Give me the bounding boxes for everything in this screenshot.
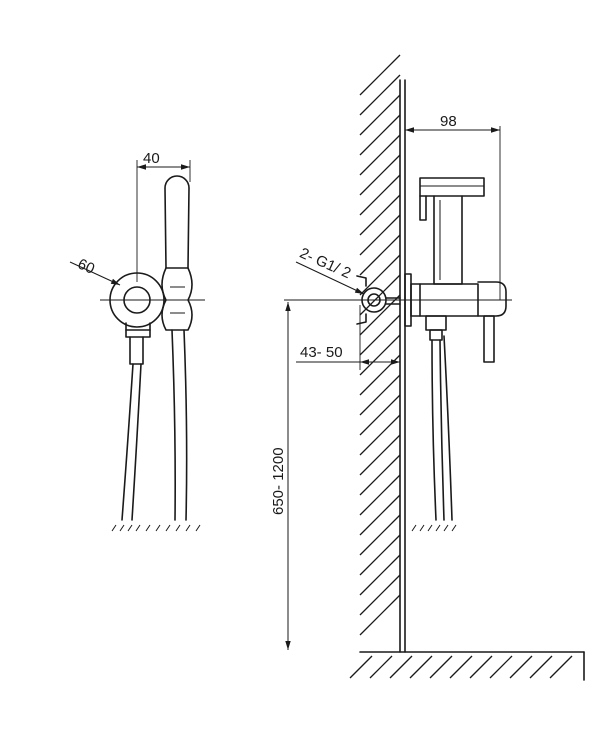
thread-dimension: 2- G1/ 2 (295, 245, 365, 295)
projection-dimension: 98 (405, 113, 501, 300)
front-hose (111, 329, 201, 532)
side-hose (411, 335, 457, 532)
height-dimension: 650- 1200 (270, 302, 291, 650)
height-label: 650- 1200 (270, 447, 287, 515)
side-valve-connection (356, 275, 401, 325)
front-width-dimension: 40 (136, 150, 191, 282)
side-mixer-body (404, 273, 507, 363)
thread-label: 2- G1/ 2 (297, 245, 353, 283)
side-view: 98 2- G1/ 2 43- 50 650- 1200 (270, 54, 585, 681)
front-diameter-label: 60 (75, 255, 97, 277)
front-width-label: 40 (143, 150, 160, 167)
projection-label: 98 (440, 113, 457, 130)
front-escutcheon (109, 272, 165, 365)
front-shower-head (161, 175, 193, 331)
front-diameter-dimension: 60 (69, 255, 121, 286)
wall-section (349, 54, 585, 681)
wall-depth-dimension: 43- 50 (296, 305, 400, 370)
wall-depth-label: 43- 50 (300, 344, 343, 361)
side-shower-head (419, 177, 485, 285)
front-view: 40 60 (69, 150, 205, 532)
